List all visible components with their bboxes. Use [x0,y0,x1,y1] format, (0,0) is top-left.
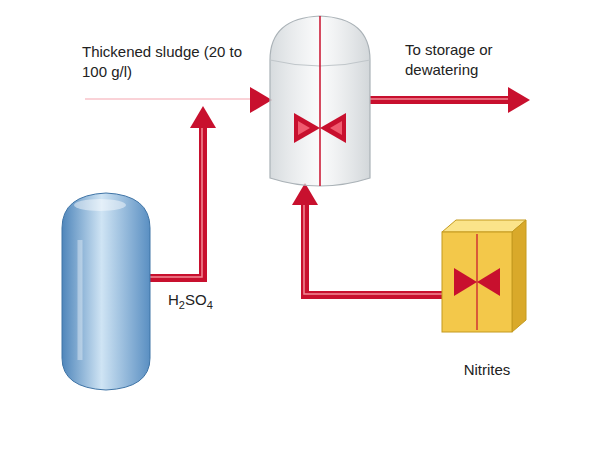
dosing-cube [432,210,542,340]
node-label: Nitrites [432,360,542,380]
dosing-unit: Nitrites [432,210,542,385]
inlet-label: Thickened sludge (20 to 100 g/l) [82,42,252,82]
acid-tank [62,193,150,390]
chemical-label: H2SO4 [168,290,248,310]
outlet-label: To storage or dewatering [405,40,523,80]
reactor-tank [270,16,370,186]
